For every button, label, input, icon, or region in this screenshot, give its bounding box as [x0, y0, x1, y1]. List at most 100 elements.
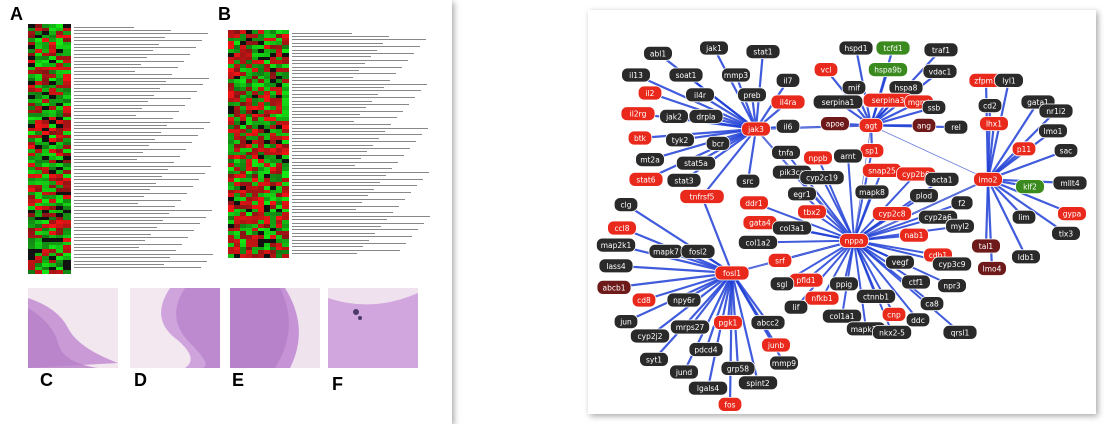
gene-node-apoe[interactable]: apoe — [820, 116, 850, 131]
gene-node-jak3[interactable]: jak3 — [741, 121, 771, 137]
gene-node-tnfa[interactable]: tnfa — [771, 144, 801, 160]
gene-node-egr1[interactable]: egr1 — [787, 186, 817, 202]
gene-node-soat1[interactable]: soat1 — [668, 67, 704, 83]
gene-node-vdac1[interactable]: vdac1 — [922, 64, 958, 79]
gene-node-npy6r[interactable]: npy6r — [666, 292, 702, 308]
gene-node-myl2[interactable]: myl2 — [945, 218, 975, 234]
gene-node-cd2[interactable]: cd2 — [977, 98, 1003, 113]
gene-node-jak2[interactable]: jak2 — [659, 109, 689, 124]
gene-node-acta1[interactable]: acta1 — [924, 171, 960, 187]
gene-node-vegf[interactable]: vegf — [885, 254, 915, 270]
gene-node-nab1[interactable]: nab1 — [899, 227, 929, 243]
gene-node-col1a2[interactable]: col1a2 — [737, 234, 778, 250]
gene-node-cd8[interactable]: cd8 — [631, 292, 657, 308]
gene-node-fosl2[interactable]: fosl2 — [680, 243, 716, 259]
gene-node-sac[interactable]: sac — [1053, 143, 1079, 159]
gene-node-abl1[interactable]: abl1 — [643, 46, 673, 61]
gene-node-cyp2c8[interactable]: cyp2c8 — [871, 206, 912, 222]
gene-node-junb[interactable]: junb — [761, 337, 791, 353]
gene-node-qrsl1[interactable]: qrsl1 — [942, 324, 978, 340]
gene-node-spint2[interactable]: spint2 — [737, 375, 778, 391]
gene-node-ccl8[interactable]: ccl8 — [607, 220, 637, 236]
gene-node-vcl[interactable]: vcl — [813, 62, 839, 77]
gene-node-il2rg[interactable]: il2rg — [620, 106, 656, 122]
gene-node-il13[interactable]: il13 — [621, 67, 651, 83]
gene-node-npr3[interactable]: npr3 — [937, 278, 967, 294]
gene-node-mmp3[interactable]: mmp3 — [721, 67, 751, 83]
gene-node-tcfd1[interactable]: tcfd1 — [875, 40, 911, 56]
gene-node-cyp2j2[interactable]: cyp2j2 — [630, 328, 671, 344]
gene-node-plod[interactable]: plod — [909, 188, 939, 204]
gene-node-traf1[interactable]: traf1 — [923, 42, 959, 58]
gene-node-f2[interactable]: f2 — [950, 195, 974, 211]
gene-node-syt1[interactable]: syt1 — [639, 351, 669, 367]
gene-node-cyp2c19[interactable]: cyp2c19 — [799, 170, 845, 186]
gene-node-ddc[interactable]: ddc — [905, 312, 931, 328]
gene-node-sgl[interactable]: sgl — [769, 276, 795, 292]
gene-node-tbx2[interactable]: tbx2 — [797, 204, 827, 220]
gene-node-klf2[interactable]: klf2 — [1015, 179, 1045, 195]
gene-node-grp58[interactable]: grp58 — [720, 360, 756, 376]
gene-node-pgk1[interactable]: pgk1 — [713, 315, 743, 330]
gene-node-stat5a[interactable]: stat5a — [676, 155, 717, 171]
gene-node-nppa[interactable]: nppa — [839, 233, 869, 249]
gene-node-il4r[interactable]: il4r — [685, 87, 715, 103]
gene-node-mapk8[interactable]: mapk8 — [854, 184, 890, 200]
gene-node-nppb[interactable]: nppb — [803, 150, 833, 166]
gene-node-cyp3c9[interactable]: cyp3c9 — [931, 256, 972, 272]
gene-node-p11[interactable]: p11 — [1011, 141, 1037, 157]
gene-node-il2[interactable]: il2 — [637, 85, 663, 101]
gene-node-ppig[interactable]: ppig — [829, 276, 859, 292]
gene-node-mapk7[interactable]: mapk7 — [648, 243, 684, 259]
gene-node-clg[interactable]: clg — [613, 197, 639, 213]
gene-node-src[interactable]: src — [735, 173, 761, 189]
gene-node-jun[interactable]: jun — [613, 314, 639, 330]
gene-node-ang[interactable]: ang — [911, 118, 937, 133]
gene-node-lyl1[interactable]: lyl1 — [994, 73, 1024, 88]
gene-node-stat6[interactable]: stat6 — [628, 171, 664, 187]
gene-node-mllt4[interactable]: mllt4 — [1052, 175, 1088, 191]
gene-node-serpina1[interactable]: serpina1 — [812, 94, 864, 110]
gene-node-bcr[interactable]: bcr — [705, 136, 731, 151]
gene-node-abcc2[interactable]: abcc2 — [750, 315, 786, 330]
gene-node-tal1[interactable]: tal1 — [971, 238, 1001, 254]
gene-node-lgals4[interactable]: lgals4 — [688, 380, 729, 396]
gene-node-col3a1[interactable]: col3a1 — [771, 220, 812, 236]
gene-node-lass4[interactable]: lass4 — [598, 258, 634, 274]
gene-node-nkx2[interactable]: nkx2-5 — [871, 324, 912, 340]
gene-node-ddr1[interactable]: ddr1 — [739, 195, 769, 211]
gene-node-tyk2[interactable]: tyk2 — [665, 132, 695, 148]
gene-node-mmp9[interactable]: mmp9 — [769, 355, 799, 371]
gene-node-pdcd4[interactable]: pdcd4 — [688, 342, 724, 357]
gene-node-cnp[interactable]: cnp — [881, 306, 907, 322]
gene-node-mrps27[interactable]: mrps27 — [670, 319, 711, 335]
gene-node-cat[interactable]: ca8 — [919, 296, 945, 312]
gene-node-rel[interactable]: rel — [943, 119, 969, 135]
gene-node-lmo2[interactable]: lmo2 — [973, 171, 1003, 187]
gene-node-lmo1[interactable]: lmo1 — [1038, 123, 1068, 139]
gene-node-tlx3[interactable]: tlx3 — [1051, 225, 1081, 241]
gene-node-lif[interactable]: lif — [783, 299, 809, 315]
gene-node-btk[interactable]: btk — [627, 130, 653, 146]
gene-node-il4ra[interactable]: il4ra — [770, 94, 806, 110]
gene-node-il7[interactable]: il7 — [775, 73, 801, 88]
gene-node-ssb[interactable]: ssb — [921, 100, 947, 115]
gene-node-mif[interactable]: mif — [841, 80, 867, 95]
gene-node-il6[interactable]: il6 — [775, 118, 801, 134]
gene-node-nr1i2[interactable]: nr1i2 — [1038, 103, 1074, 119]
gene-node-col1a1[interactable]: col1a1 — [821, 308, 862, 324]
gene-node-ctf1[interactable]: ctf1 — [901, 274, 931, 290]
gene-node-map2k1[interactable]: map2k1 — [595, 237, 637, 253]
gene-node-agt[interactable]: agt — [858, 118, 884, 133]
gene-node-sp1[interactable]: sp1 — [859, 143, 885, 159]
gene-node-lhx1[interactable]: lhx1 — [979, 116, 1009, 131]
gene-node-stat3[interactable]: stat3 — [666, 172, 702, 188]
gene-node-snap25[interactable]: snap25 — [861, 162, 902, 178]
gene-node-jak1[interactable]: jak1 — [699, 40, 729, 56]
gene-node-lmo4[interactable]: lmo4 — [977, 261, 1007, 276]
gene-node-ctnnb1[interactable]: ctnnb1 — [855, 288, 896, 304]
gene-node-lim[interactable]: lim — [1011, 209, 1037, 225]
gene-node-hspd1[interactable]: hspd1 — [838, 40, 874, 56]
gene-node-hspa8[interactable]: hspa8 — [888, 80, 924, 95]
gene-node-preb[interactable]: preb — [737, 87, 767, 103]
